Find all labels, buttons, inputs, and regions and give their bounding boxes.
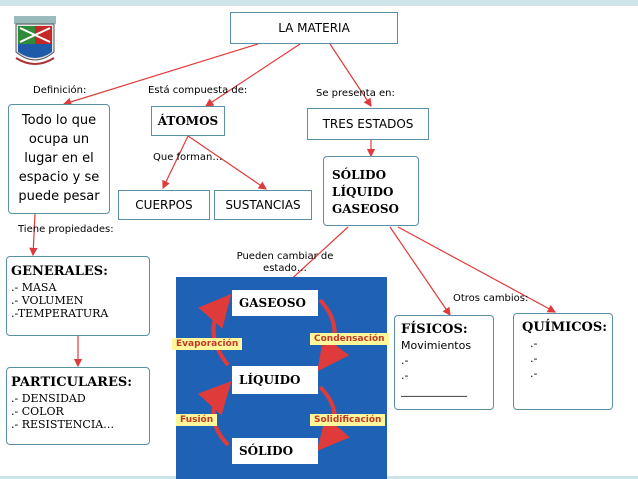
- estado-gaseoso: GASEOSO: [332, 202, 399, 216]
- particulares-item: .- RESISTENCIA…: [11, 418, 115, 431]
- sustancias-label: SUSTANCIAS: [225, 198, 301, 212]
- arrow-to-cuerpos: [162, 135, 189, 190]
- solidificacion-label: Solidificación: [310, 414, 386, 426]
- particulares-item: .- COLOR: [11, 405, 64, 418]
- generales-box: GENERALES: .- MASA .- VOLUMEN .-TEMPERAT…: [6, 256, 150, 336]
- atomos-label: ÁTOMOS: [157, 114, 219, 128]
- cuerpos-label: CUERPOS: [135, 198, 193, 212]
- gaseoso-box: GASEOSO: [232, 290, 318, 316]
- label-compuesta: Está compuesta de:: [148, 85, 248, 96]
- tres-estados-box: TRES ESTADOS: [307, 108, 429, 140]
- school-crest-logo: [14, 16, 56, 65]
- estado-solido: SÓLIDO: [332, 168, 387, 182]
- fisicos-line: .-: [401, 369, 409, 382]
- generales-title: GENERALES:: [11, 264, 108, 279]
- fusion-label: Fusión: [176, 414, 218, 426]
- quimicos-line: .-: [530, 367, 538, 380]
- label-otros-cambios: Otros cambios:: [453, 293, 529, 304]
- fisicos-box: FÍSICOS: Movimientos .- .- ____________: [394, 315, 494, 410]
- arrow-to-atomos: [204, 43, 301, 107]
- gaseoso-label: GASEOSO: [239, 296, 306, 310]
- arrow-to-tres-estados: [329, 43, 372, 108]
- page-title: LA MATERIA: [278, 21, 350, 35]
- liquido-label: LÍQUIDO: [239, 373, 301, 387]
- arrow-to-fisicos: [389, 226, 451, 316]
- quimicos-title: QUÍMICOS:: [522, 320, 608, 335]
- estado-liquido: LÍQUIDO: [332, 185, 394, 199]
- atomos-box: ÁTOMOS: [151, 106, 225, 136]
- particulares-title: PARTICULARES:: [11, 375, 133, 390]
- arrow-to-cycle: [284, 226, 349, 286]
- solido-box: SÓLIDO: [232, 438, 318, 464]
- arrow-to-quimicos: [397, 226, 557, 313]
- label-presenta: Se presenta en:: [316, 88, 395, 99]
- quimicos-line: .-: [530, 337, 538, 350]
- solido-label: SÓLIDO: [239, 444, 294, 458]
- label-propiedades: Tiene propiedades:: [18, 224, 114, 235]
- sustancias-box: SUSTANCIAS: [214, 190, 312, 220]
- top-stripe: [0, 0, 638, 6]
- definition-text: Todo lo que ocupa un lugar en el espacio…: [18, 113, 100, 204]
- label-pueden-cambiar: Pueden cambiar de estado…: [236, 251, 334, 274]
- label-definicion: Definición:: [33, 85, 87, 96]
- condensation-arrow: [317, 298, 350, 372]
- liquido-box: LÍQUIDO: [232, 366, 318, 394]
- arrow-to-generales: [29, 213, 38, 257]
- cuerpos-box: CUERPOS: [118, 190, 210, 220]
- quimicos-line: .-: [530, 352, 538, 365]
- generales-item: .- MASA: [11, 281, 57, 294]
- tres-estados-label: TRES ESTADOS: [322, 117, 414, 131]
- definition-box: Todo lo que ocupa un lugar en el espacio…: [8, 104, 110, 214]
- particulares-item: .- DENSIDAD: [11, 392, 86, 405]
- evaporacion-label: Evaporación: [172, 338, 243, 350]
- particulares-box: PARTICULARES: .- DENSIDAD .- COLOR .- RE…: [6, 367, 150, 445]
- evaporation-arrow: [198, 293, 232, 367]
- estados-list-box: SÓLIDO LÍQUIDO GASEOSO: [323, 156, 419, 226]
- quimicos-box: QUÍMICOS: .- .- .-: [513, 313, 613, 410]
- condensacion-label: Condensación: [310, 333, 389, 345]
- title-box: LA MATERIA: [230, 12, 398, 44]
- arrow-to-sustancias: [187, 135, 267, 190]
- fisicos-line: ____________: [401, 384, 467, 397]
- generales-item: .-TEMPERATURA: [11, 307, 109, 320]
- fisicos-title: FÍSICOS:: [401, 322, 468, 337]
- arrow-to-definition: [62, 43, 259, 106]
- fisicos-line: Movimientos: [401, 339, 472, 352]
- fisicos-line: .-: [401, 354, 409, 367]
- label-forman: Que forman…: [153, 152, 223, 163]
- generales-item: .- VOLUMEN: [11, 294, 84, 307]
